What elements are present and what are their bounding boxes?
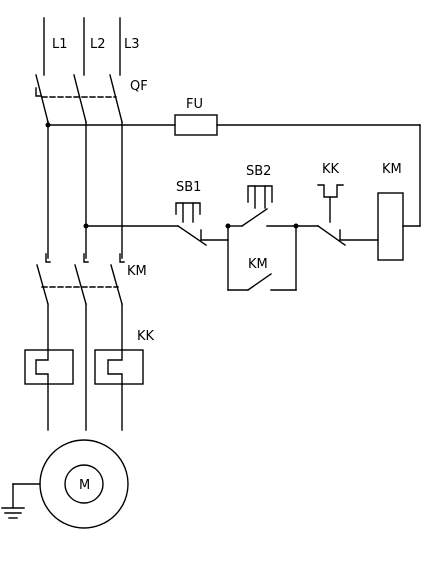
label-fu: FU	[186, 97, 203, 112]
label-l2: L2	[90, 37, 106, 52]
junction-dot	[45, 122, 51, 128]
label-km-aux: KM	[248, 257, 268, 272]
label-motor: M	[79, 478, 90, 493]
label-kk-relay: KK	[137, 329, 155, 344]
ground-icon	[1, 483, 41, 519]
junction-dot	[293, 223, 299, 229]
thermal-relay-contact-kk: KK	[295, 162, 379, 246]
motor-feeders	[47, 303, 123, 431]
stop-button-sb1: SB1	[175, 180, 229, 246]
circuit-breaker-qf: QF	[35, 74, 148, 123]
label-kk-contact: KK	[322, 162, 340, 177]
label-qf: QF	[130, 79, 148, 94]
km-holding-contact: KM	[227, 225, 297, 291]
km-coil: KM	[377, 162, 421, 261]
thermal-relay-kk: KK	[24, 329, 155, 385]
start-button-sb2: SB2	[227, 164, 297, 227]
supply-lines: L1 L2 L3	[43, 17, 140, 76]
label-sb1: SB1	[176, 180, 201, 195]
label-km-main: KM	[127, 264, 147, 279]
main-contactor-km: KM	[36, 253, 147, 305]
label-l3: L3	[124, 37, 140, 52]
junction-dot	[83, 223, 89, 229]
feeder-lines	[47, 121, 123, 259]
label-sb2: SB2	[246, 164, 271, 179]
control-circuit: FU SB1 SB2	[45, 97, 421, 291]
junction-dot	[225, 223, 231, 229]
label-km-coil: KM	[382, 162, 402, 177]
motor: M	[39, 439, 129, 529]
label-l1: L1	[52, 37, 68, 52]
